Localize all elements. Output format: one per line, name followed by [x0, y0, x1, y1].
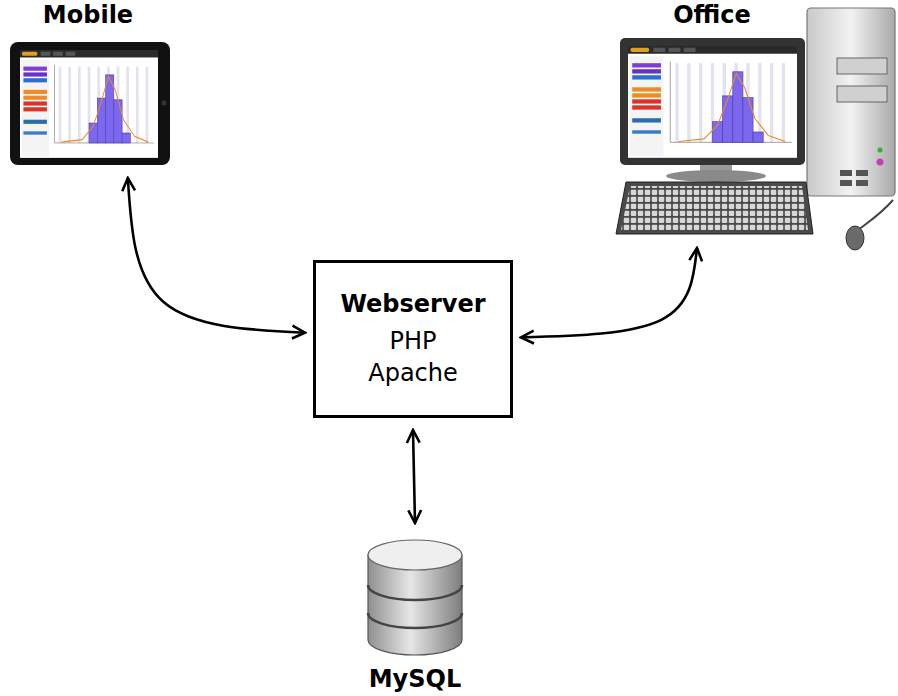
device-label: Mobile	[43, 0, 133, 31]
database-top	[368, 540, 462, 570]
database-ring	[368, 585, 462, 600]
server-box: WebserverPHP Apache	[313, 260, 513, 418]
device-label: Office	[673, 0, 751, 31]
database	[368, 540, 462, 655]
keyboard-keys	[621, 186, 808, 230]
port	[840, 180, 852, 186]
port	[856, 170, 868, 176]
monitor-frame	[620, 38, 805, 165]
drive-bay	[837, 86, 887, 102]
database-node: MySQL	[345, 535, 485, 695]
drive-bay	[837, 58, 887, 74]
database-label: MySQL	[369, 664, 462, 695]
power-light	[878, 148, 883, 153]
mouse	[846, 226, 864, 250]
device-node: Office	[612, 0, 812, 240]
tablet-button	[162, 101, 167, 106]
dashboard-screen	[20, 50, 158, 158]
server-software: PHP Apache	[353, 326, 473, 388]
port	[840, 170, 852, 176]
computer-tower	[807, 8, 895, 196]
dashboard-screen	[628, 46, 797, 158]
connector-arrow	[413, 430, 415, 523]
connector-arrow	[128, 178, 305, 333]
database-ring	[368, 613, 462, 628]
port	[856, 180, 868, 186]
tablet-body	[10, 42, 170, 165]
power-light	[877, 159, 884, 166]
connector-arrow	[521, 248, 697, 337]
keyboard	[616, 182, 813, 234]
mouse-cable	[858, 200, 893, 230]
monitor-base	[666, 170, 766, 182]
desktop-computer	[616, 8, 895, 250]
server-title: Webserver	[340, 289, 485, 320]
tablet	[10, 42, 170, 165]
device-node: Mobile	[5, 0, 171, 170]
